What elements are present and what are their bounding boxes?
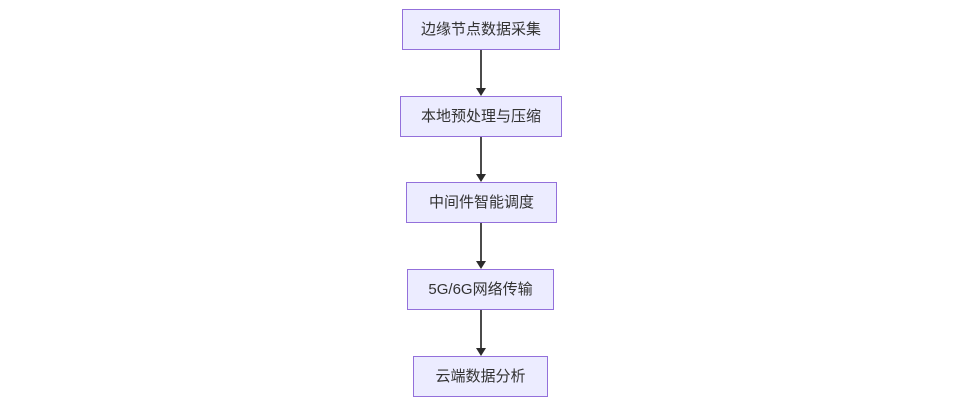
arrow-c-to-d bbox=[476, 223, 486, 269]
arrow-line bbox=[480, 223, 482, 261]
node-cloud-data-analysis: 云端数据分析 bbox=[413, 356, 548, 397]
arrowhead-down-icon bbox=[476, 174, 486, 182]
arrow-d-to-e bbox=[476, 310, 486, 356]
arrowhead-down-icon bbox=[476, 88, 486, 96]
arrow-line bbox=[480, 50, 482, 88]
node-5g-6g-network-transmission: 5G/6G网络传输 bbox=[407, 269, 554, 310]
node-local-preprocessing-compression: 本地预处理与压缩 bbox=[400, 96, 562, 137]
arrow-line bbox=[480, 310, 482, 348]
arrowhead-down-icon bbox=[476, 348, 486, 356]
node-middleware-intelligent-scheduling: 中间件智能调度 bbox=[406, 182, 557, 223]
arrowhead-down-icon bbox=[476, 261, 486, 269]
arrow-line bbox=[480, 137, 482, 174]
arrow-a-to-b bbox=[476, 50, 486, 96]
arrow-b-to-c bbox=[476, 137, 486, 182]
node-edge-data-collection: 边缘节点数据采集 bbox=[402, 9, 560, 50]
